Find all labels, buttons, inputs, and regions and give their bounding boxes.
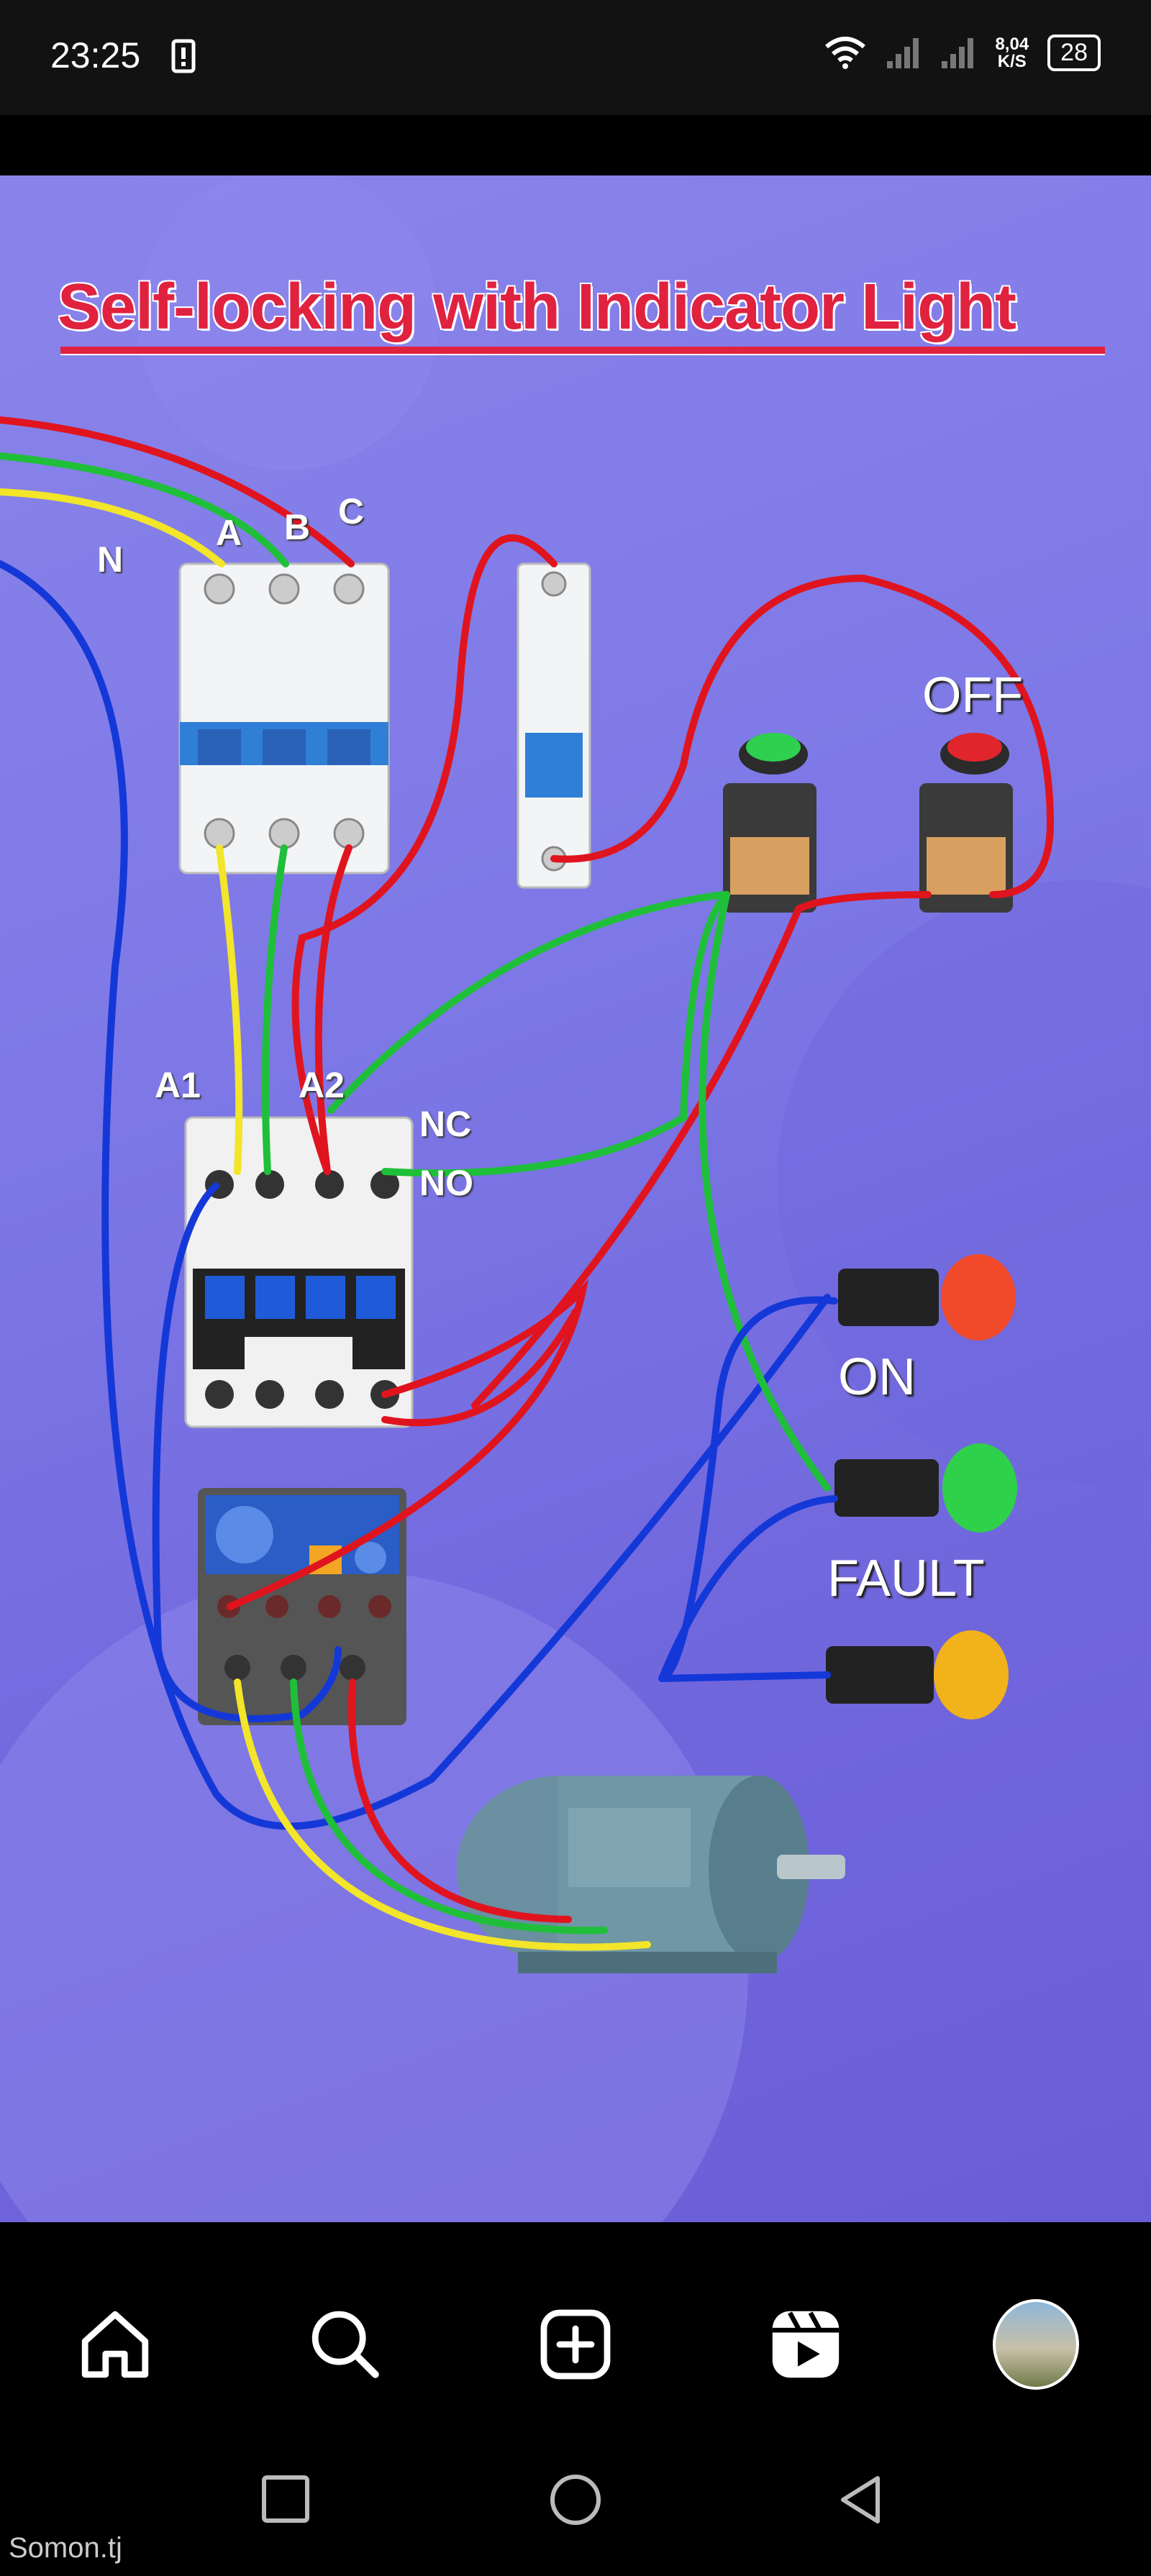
search-icon	[311, 2311, 379, 2378]
top-spacer	[0, 115, 1151, 175]
status-time: 23:25	[50, 35, 141, 76]
title-underline	[60, 347, 1105, 354]
nav-profile[interactable]	[993, 2299, 1079, 2390]
signal-icon	[887, 37, 919, 68]
green-indicator-lamp	[834, 1443, 1017, 1533]
label-phase-c: C	[338, 491, 365, 531]
recents-button[interactable]	[260, 2474, 311, 2524]
signal-icon	[942, 37, 974, 68]
nav-create[interactable]	[532, 2301, 619, 2388]
wiring-diagram	[0, 175, 1151, 2222]
label-nc: NC	[419, 1104, 472, 1144]
label-fault: FAULT	[827, 1550, 985, 1607]
contactor	[184, 1116, 414, 1428]
nav-search[interactable]	[302, 2301, 388, 2388]
label-a2: A2	[299, 1065, 345, 1105]
label-on: ON	[838, 1348, 916, 1406]
status-bar: 23:25 8,04 K/S 28	[0, 0, 1151, 115]
avatar	[993, 2299, 1079, 2390]
on-push-button	[723, 733, 816, 913]
wires	[0, 416, 1055, 1951]
network-speed-unit: K/S	[997, 51, 1027, 71]
wifi-icon	[825, 36, 866, 69]
nav-home[interactable]	[72, 2301, 158, 2388]
network-speed-value: 8,04	[995, 34, 1029, 54]
label-phase-a: A	[216, 513, 242, 553]
sim-alert-icon	[171, 39, 196, 73]
off-push-button	[919, 733, 1013, 913]
home-icon	[81, 2311, 149, 2378]
label-neutral: N	[97, 539, 124, 580]
three-pole-breaker	[178, 562, 390, 874]
diagram-title: Self-locking with Indicator Light	[58, 271, 1016, 343]
battery-indicator: 28	[1047, 35, 1101, 71]
watermark: Somon.tj	[9, 2532, 122, 2564]
label-no: NO	[419, 1163, 473, 1203]
red-indicator-lamp	[838, 1254, 1016, 1340]
back-button[interactable]	[834, 2472, 889, 2527]
reels-icon	[772, 2311, 840, 2378]
plus-square-icon	[540, 2309, 611, 2380]
yellow-indicator-lamp	[826, 1630, 1009, 1719]
single-breaker	[517, 562, 591, 889]
bottom-nav	[0, 2280, 1151, 2409]
home-button[interactable]	[548, 2472, 603, 2527]
system-nav-bar: Somon.tj	[0, 2409, 1151, 2576]
video-content[interactable]: Self-locking with Indicator Light A B C …	[0, 175, 1151, 2222]
label-phase-b: B	[284, 507, 311, 547]
nav-reels[interactable]	[763, 2301, 849, 2388]
network-speed: 8,04 K/S	[995, 34, 1029, 71]
label-off: OFF	[922, 667, 1023, 723]
label-a1: A1	[155, 1065, 201, 1105]
status-icons: 8,04 K/S 28	[824, 35, 1101, 71]
video-bottom-spacer	[0, 2222, 1151, 2280]
